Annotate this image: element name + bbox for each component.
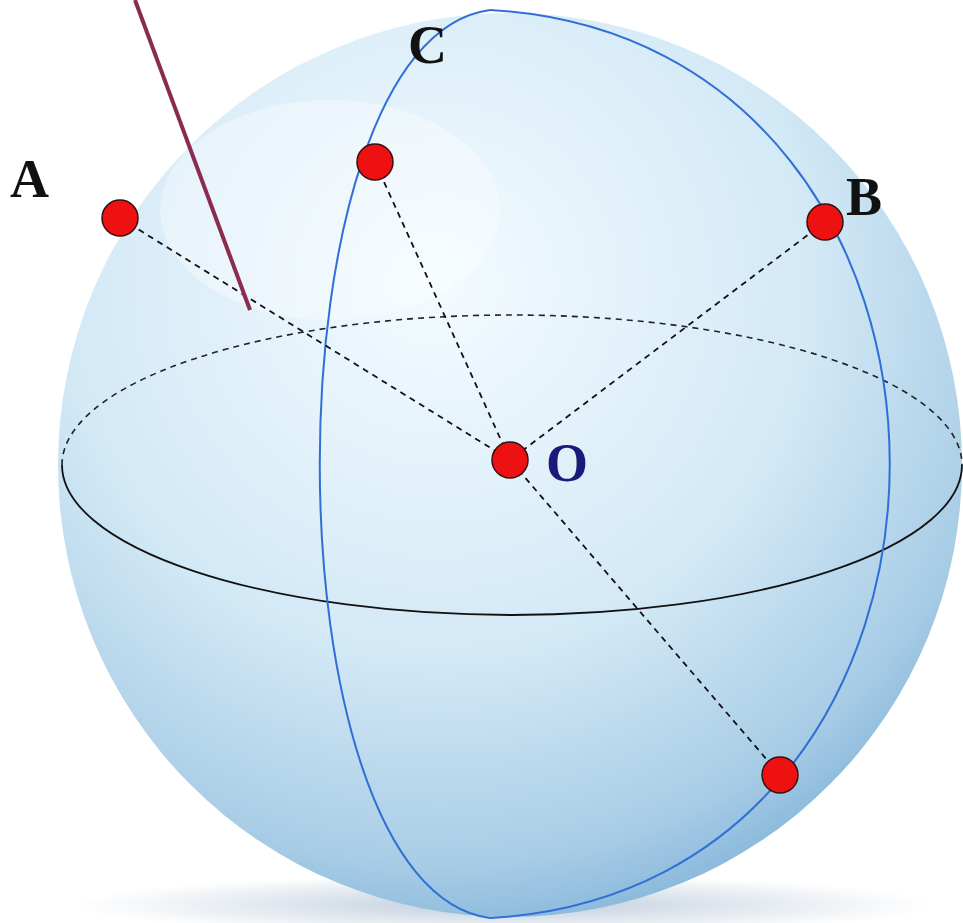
point-dot: [102, 200, 138, 236]
point-dot: [357, 144, 393, 180]
point-dot: [492, 442, 528, 478]
point-label: C: [408, 18, 447, 72]
point-label: A: [10, 152, 49, 206]
radius-line: [510, 460, 780, 775]
point-dot: [807, 204, 843, 240]
radius-line: [375, 162, 510, 460]
point-dot: [762, 757, 798, 793]
great-circle: [490, 10, 890, 918]
radius-line: [120, 218, 510, 460]
point-label: O: [546, 436, 588, 490]
radius-line: [510, 222, 825, 460]
pointer-line: [135, 0, 250, 310]
equator-front: [62, 465, 962, 615]
point-label: B: [846, 170, 882, 224]
great-circle: [320, 10, 490, 918]
sphere: [58, 13, 962, 917]
